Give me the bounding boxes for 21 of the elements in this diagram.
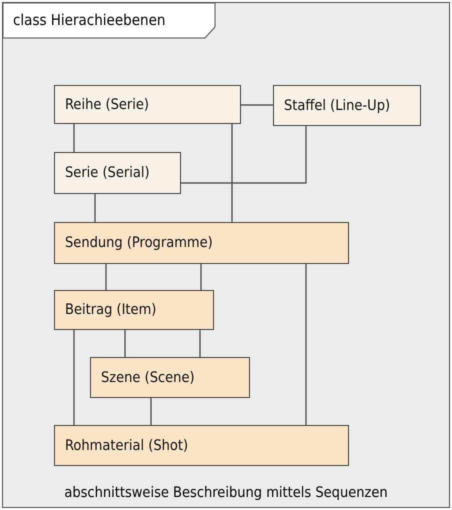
connector-line (73, 124, 75, 152)
connector-line (73, 330, 75, 425)
connector-line (231, 124, 233, 222)
class-box: Reihe (Serie) (54, 85, 241, 124)
connector-line (94, 194, 96, 222)
diagram-caption: abschnittsweise Beschreibung mittels Sequenzen (63, 485, 389, 501)
class-box: Sendung (Programme) (54, 222, 349, 264)
connector-line (105, 264, 107, 290)
class-box: Rohmaterial (Shot) (54, 425, 349, 466)
connector-line (181, 126, 307, 184)
class-box: Beitrag (Item) (54, 290, 214, 330)
connector-line (241, 104, 273, 106)
connector-line (200, 264, 202, 290)
diagram-title: class Hierachieebenen (13, 11, 166, 29)
connector-line (305, 264, 307, 425)
class-box: Szene (Scene) (90, 357, 250, 398)
connector-line (150, 398, 152, 425)
class-box: Staffel (Line-Up) (273, 85, 421, 126)
connector-line (124, 330, 126, 357)
connector-line (199, 330, 201, 357)
class-box: Serie (Serial) (54, 152, 181, 194)
